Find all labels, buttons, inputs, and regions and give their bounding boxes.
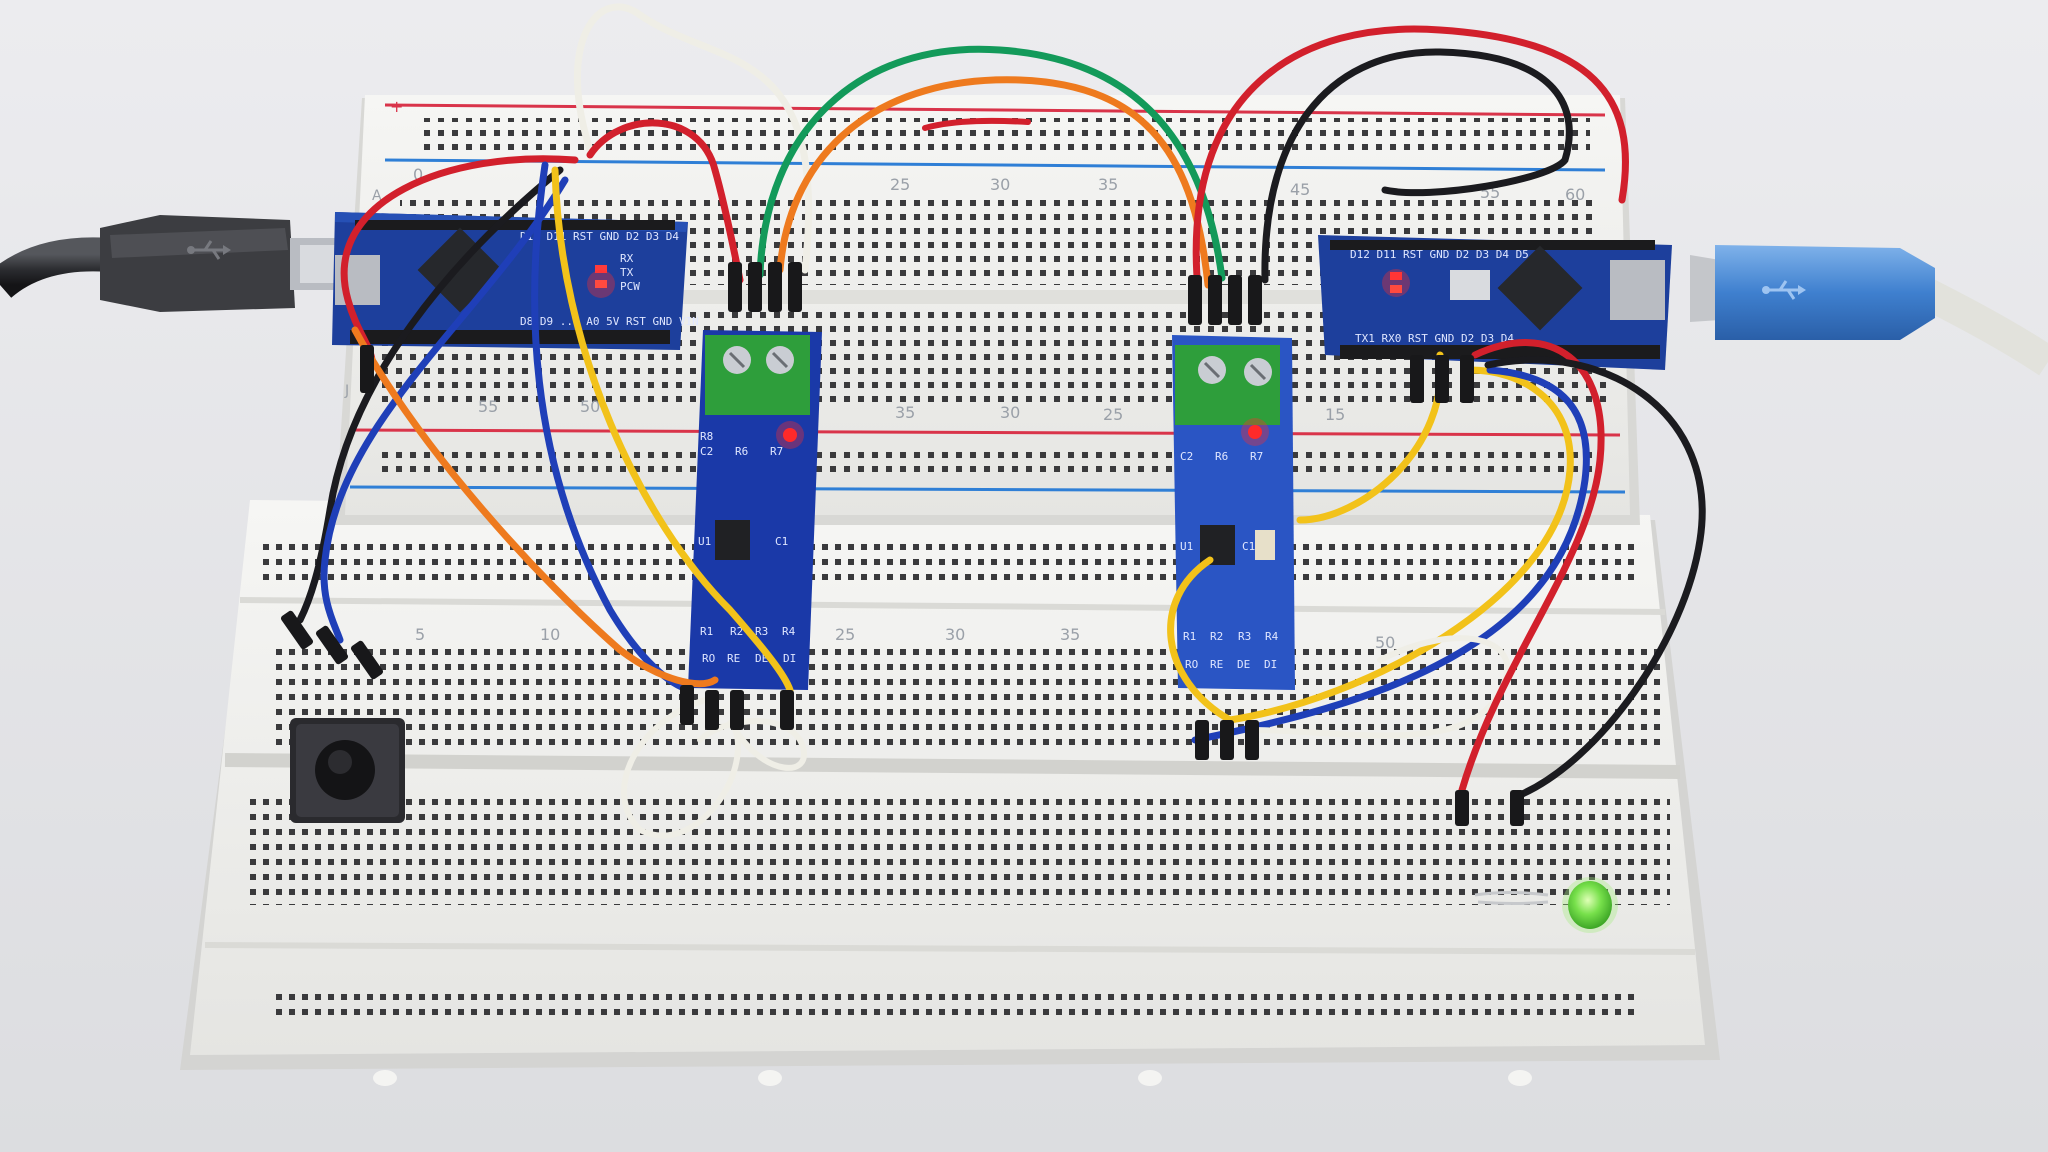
nano-left-led-label-tx: TX [620, 266, 634, 279]
wire-red-right-down [1458, 339, 1605, 794]
led-icon [1474, 877, 1618, 933]
rs485-left-label-c2: C2 [700, 445, 713, 458]
bottom-lower-rail-holes [270, 985, 1640, 1020]
nano-right-silk-top: D12 D11 RST GND D2 D3 D4 D5 [1350, 248, 1529, 261]
wire-red-right-arch [1192, 25, 1629, 294]
nano-left-silk-top: D12 D11 RST GND D2 D3 D4 [520, 230, 679, 243]
rs485-left-pin-ro: RO [702, 652, 715, 665]
nano-left-silk-bottom: D8 D9 ... A0 5V RST GND VIN [520, 315, 699, 328]
rs485-right-pin-di: DI [1264, 658, 1277, 671]
rs485-right-label-r3: R3 [1238, 630, 1251, 643]
usb-cable-right [1690, 245, 2048, 376]
wire-orange-left [351, 326, 719, 688]
nano-left-led-label-rx: RX [620, 252, 634, 265]
rs485-right-label-r2: R2 [1210, 630, 1223, 643]
bottom-row-number: 30 [945, 625, 965, 644]
rs485-right-label-r6: R6 [1215, 450, 1228, 463]
top-row-number: 30 [1000, 403, 1020, 422]
rs485-left-label-r7: R7 [770, 445, 783, 458]
bottom-terminal-holes-upper [270, 640, 1660, 745]
rs485-module-right: C2 R6 R7 U1 C1 R1 R2 R3 R4 RO RE DE DI [1172, 335, 1295, 690]
bottom-row-number: 35 [1060, 625, 1080, 644]
screw-terminal-left [705, 335, 810, 415]
top-row-number: 35 [1098, 175, 1118, 194]
top-row-number: 15 [1325, 405, 1345, 424]
wire-yellow-right-b [1167, 366, 1574, 724]
top-row-number: 50 [580, 397, 600, 416]
wire-orange-arch [776, 76, 1212, 289]
nano-right-silk-bottom: TX1 RX0 RST GND D2 D3 D4 [1355, 332, 1514, 345]
wire-black-left [296, 166, 564, 624]
rs485-right-pin-re: RE [1210, 658, 1223, 671]
wire-yellow-left [551, 166, 794, 694]
top-row-letter: J [344, 383, 349, 399]
wire-white-top [573, 3, 813, 274]
short-red-jumper [922, 117, 1031, 131]
rs485-right-label-r4: R4 [1265, 630, 1279, 643]
nano-left-led-label-pwr: PCW [620, 280, 640, 293]
bottom-upper-rail-holes [260, 535, 1640, 580]
usb-icon [187, 240, 231, 260]
top-row-number: 55 [478, 397, 498, 416]
bottom-row-number: 25 [835, 625, 855, 644]
bottom-terminal-holes-lower [250, 790, 1670, 905]
rs485-left-pin-di: DI [783, 652, 796, 665]
rs485-right-label-c2: C2 [1180, 450, 1193, 463]
bottom-row-number: 50 [1375, 633, 1395, 652]
rs485-right-pin-labels: RO RE DE DI [1185, 658, 1277, 671]
top-row-number: 45 [1290, 180, 1310, 199]
rs485-right-label-r7: R7 [1250, 450, 1263, 463]
usb-icon [1762, 280, 1806, 300]
rail-red-line [384, 103, 1606, 117]
rs485-left-label-c1: C1 [775, 535, 788, 548]
rail-plus-label: + [390, 97, 403, 116]
top-row-number: 60 [1565, 185, 1585, 204]
rs485-right-pin-de: DE [1237, 658, 1250, 671]
wire-black-right-down [1484, 356, 1706, 799]
usb-cable-left [0, 215, 340, 312]
top-row-number: 25 [890, 175, 910, 194]
wire-black-right-arch [1261, 48, 1573, 284]
rs485-left-label-r6: R6 [735, 445, 748, 458]
bottom-row-number: 5 [415, 625, 425, 644]
wire-blue-left-a [320, 176, 569, 644]
rs485-left-label-u1: U1 [698, 535, 711, 548]
rs485-left-pin-re: RE [727, 652, 740, 665]
rail-red-line [349, 428, 1621, 437]
wire-green-arch [756, 45, 1226, 282]
rs485-left-label-r1: R1 [700, 625, 713, 638]
top-row-number: 35 [895, 403, 915, 422]
rs485-right-label-c1: C1 [1242, 540, 1255, 553]
rs485-right-label-r1: R1 [1183, 630, 1196, 643]
breadboard-bottom: 5 10 25 30 35 50 [180, 500, 1720, 1086]
rs485-left-pin-labels: RO RE DE DI [702, 652, 796, 665]
rs485-right-pin-ro: RO [1185, 658, 1198, 671]
arduino-nano-left: D12 D11 RST GND D2 D3 D4 D8 D9 ... A0 5V… [332, 212, 699, 350]
arduino-nano-right: D12 D11 RST GND D2 D3 D4 D5 TX1 RX0 RST … [1318, 235, 1672, 370]
top-row-letter: A [372, 188, 382, 204]
bottom-row-number: 10 [540, 625, 560, 644]
rs485-right-label-u1: U1 [1180, 540, 1193, 553]
rail-blue-line [384, 158, 1606, 172]
rs485-left-label-r4: R4 [782, 625, 796, 638]
jumper-connectors [280, 262, 1524, 826]
rs485-left-label-r2: R2 [730, 625, 743, 638]
top-row-number: 0 [413, 165, 423, 184]
screw-terminal-right [1175, 345, 1280, 425]
pushbutton-icon [290, 718, 405, 823]
top-row-number: 25 [1103, 405, 1123, 424]
wire-red-left-top [586, 119, 744, 284]
rs485-left-label-r3: R3 [755, 625, 768, 638]
rs485-left-label-r8: R8 [700, 430, 713, 443]
wire-red-left-loop [340, 155, 579, 364]
wire-blue-right [1191, 366, 1590, 744]
top-row-number: 30 [990, 175, 1010, 194]
